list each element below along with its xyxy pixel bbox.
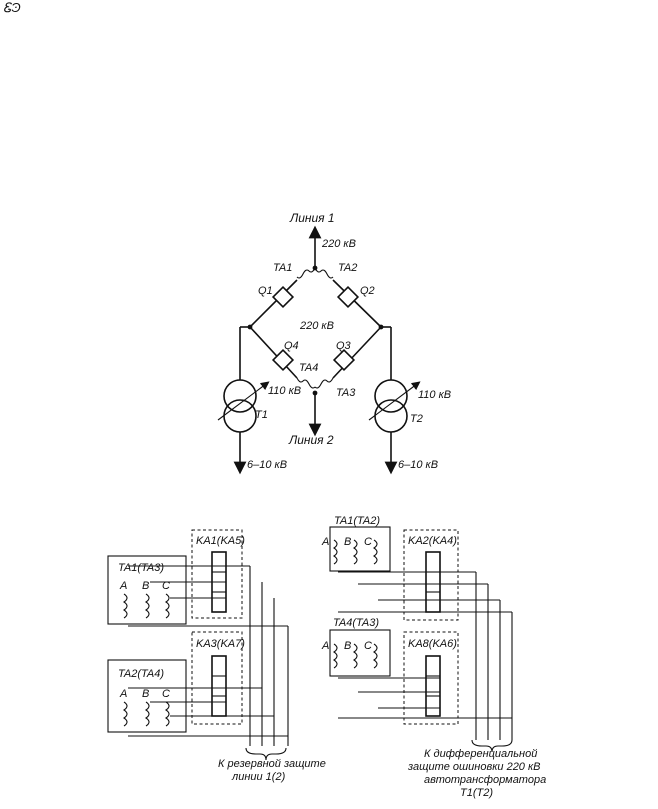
ct-ta2-label: TA2(TA4) <box>118 668 164 680</box>
phase-b2-label: B <box>142 688 149 700</box>
v220-top-label: 220 кВ <box>321 238 356 250</box>
ct-right-top-frame <box>329 526 391 572</box>
relay-ka1-frame <box>191 529 243 619</box>
relay-ka3-frame <box>191 631 243 725</box>
bus-right-upper <box>332 279 382 328</box>
relay-ka2-coils <box>425 551 441 613</box>
left-caption-2: линии 1(2) <box>231 771 286 783</box>
ct-coil-b2 <box>145 701 150 727</box>
phase-b-label: B <box>142 580 149 592</box>
t2-winding-2 <box>374 399 408 433</box>
phase-a-label: A <box>119 580 127 592</box>
ta4-label: TA4 <box>299 362 318 374</box>
r-phase-a-label: A <box>321 536 329 548</box>
corner-mark: ᏋϿ <box>3 0 21 15</box>
relay-ka8-frame <box>403 631 459 725</box>
bus-right-lower <box>332 326 382 379</box>
ta3-coil <box>314 377 334 389</box>
r-phase-c2-label: C <box>364 640 372 652</box>
right-brace <box>471 739 513 753</box>
t1-label: T1 <box>255 409 268 421</box>
relay-ka2-frame <box>403 529 459 621</box>
right-caption-3: автотрансформатора <box>424 774 546 786</box>
right-caption-2: защите ошиновки 220 кВ <box>407 761 541 773</box>
breaker-q1 <box>271 285 295 309</box>
r-phase-b2-label: B <box>344 640 351 652</box>
ta3-label: TA3 <box>336 387 356 399</box>
v6-10-left-label: 6–10 кВ <box>247 459 287 471</box>
t2-label: T2 <box>410 413 423 425</box>
ct-coil-c <box>165 593 170 619</box>
line1-label: Линия 1 <box>289 211 335 225</box>
v220-center-label: 220 кВ <box>299 320 334 332</box>
relay-ka3-label: KA3(KA7) <box>196 638 245 650</box>
ct-right-bottom-label: TA4(TA3) <box>333 617 379 629</box>
t1-regulation-arrow <box>217 381 270 421</box>
ct-right-top-label: TA1(TA2) <box>334 515 380 527</box>
t2-regulation-arrow <box>368 381 421 421</box>
breaker-q2 <box>336 285 360 309</box>
r-ct-coil-b <box>353 539 358 565</box>
ct-right-bottom-frame <box>329 629 391 677</box>
ta4-coil <box>296 377 316 389</box>
ct-ta2-frame <box>107 659 187 733</box>
r-ct-coil-c2 <box>373 643 378 669</box>
one-line-diagram: Линия 1 220 кВ TA1 TA2 Q1 Q2 Q3 Q4 220 к… <box>217 211 451 475</box>
r-ct-coil-a2 <box>333 643 338 669</box>
r-ct-coil-c <box>373 539 378 565</box>
r-phase-a2-label: A <box>321 640 329 652</box>
left-secondary-circuit: KA1(KA5) KA3(KA7) TA1(TA3) A B C TA2(TA4… <box>107 529 326 783</box>
phase-c-label: C <box>162 580 170 592</box>
phase-a2-label: A <box>119 688 127 700</box>
relay-ka8-coils <box>425 655 441 717</box>
ct-coil-c2 <box>165 701 170 727</box>
right-caption-1: К дифференциальной <box>424 748 537 760</box>
right-caption-4: T1(T2) <box>460 787 493 799</box>
ct-ta1-frame <box>107 555 187 625</box>
phase-c2-label: C <box>162 688 170 700</box>
ta1-coil <box>296 267 316 279</box>
ct-ta1-label: TA1(TA3) <box>118 562 164 574</box>
v110-right-label: 110 кВ <box>418 389 451 401</box>
breaker-q4 <box>271 348 295 372</box>
q2-label: Q2 <box>360 285 375 297</box>
ta1-label: TA1 <box>273 262 292 274</box>
r-phase-c-label: C <box>364 536 372 548</box>
left-brace <box>245 747 287 761</box>
ta2-label: TA2 <box>338 262 357 274</box>
breaker-q3 <box>332 348 356 372</box>
t1-winding-1 <box>223 379 257 413</box>
v6-10-right-label: 6–10 кВ <box>398 459 438 471</box>
bus-left-lower <box>249 326 298 379</box>
ct-coil-a <box>123 593 128 619</box>
r-phase-b-label: B <box>344 536 351 548</box>
v110-left-label: 110 кВ <box>268 385 301 397</box>
ct-coil-b <box>145 593 150 619</box>
line2-label: Линия 2 <box>288 433 334 447</box>
t2-winding-1 <box>374 379 408 413</box>
t1-winding-2 <box>223 399 257 433</box>
relay-ka1-label: KA1(KA5) <box>196 535 245 547</box>
r-ct-coil-b2 <box>353 643 358 669</box>
relay-ka3-coils <box>211 655 227 717</box>
relay-ka2-label: KA2(KA4) <box>408 535 457 547</box>
relay-ka8-label: KA8(KA6) <box>408 638 457 650</box>
right-secondary-circuit: TA1(TA2) A B C KA2(KA4) TA4(TA3) A B C K… <box>321 515 546 799</box>
ct-coil-a2 <box>123 701 128 727</box>
left-caption-1: К резервной защите <box>218 758 326 770</box>
q1-label: Q1 <box>258 285 273 297</box>
ta2-coil <box>314 267 334 279</box>
r-ct-coil-a <box>333 539 338 565</box>
q3-label: Q3 <box>336 340 352 352</box>
q4-label: Q4 <box>284 340 299 352</box>
bus-left-upper <box>249 279 298 328</box>
